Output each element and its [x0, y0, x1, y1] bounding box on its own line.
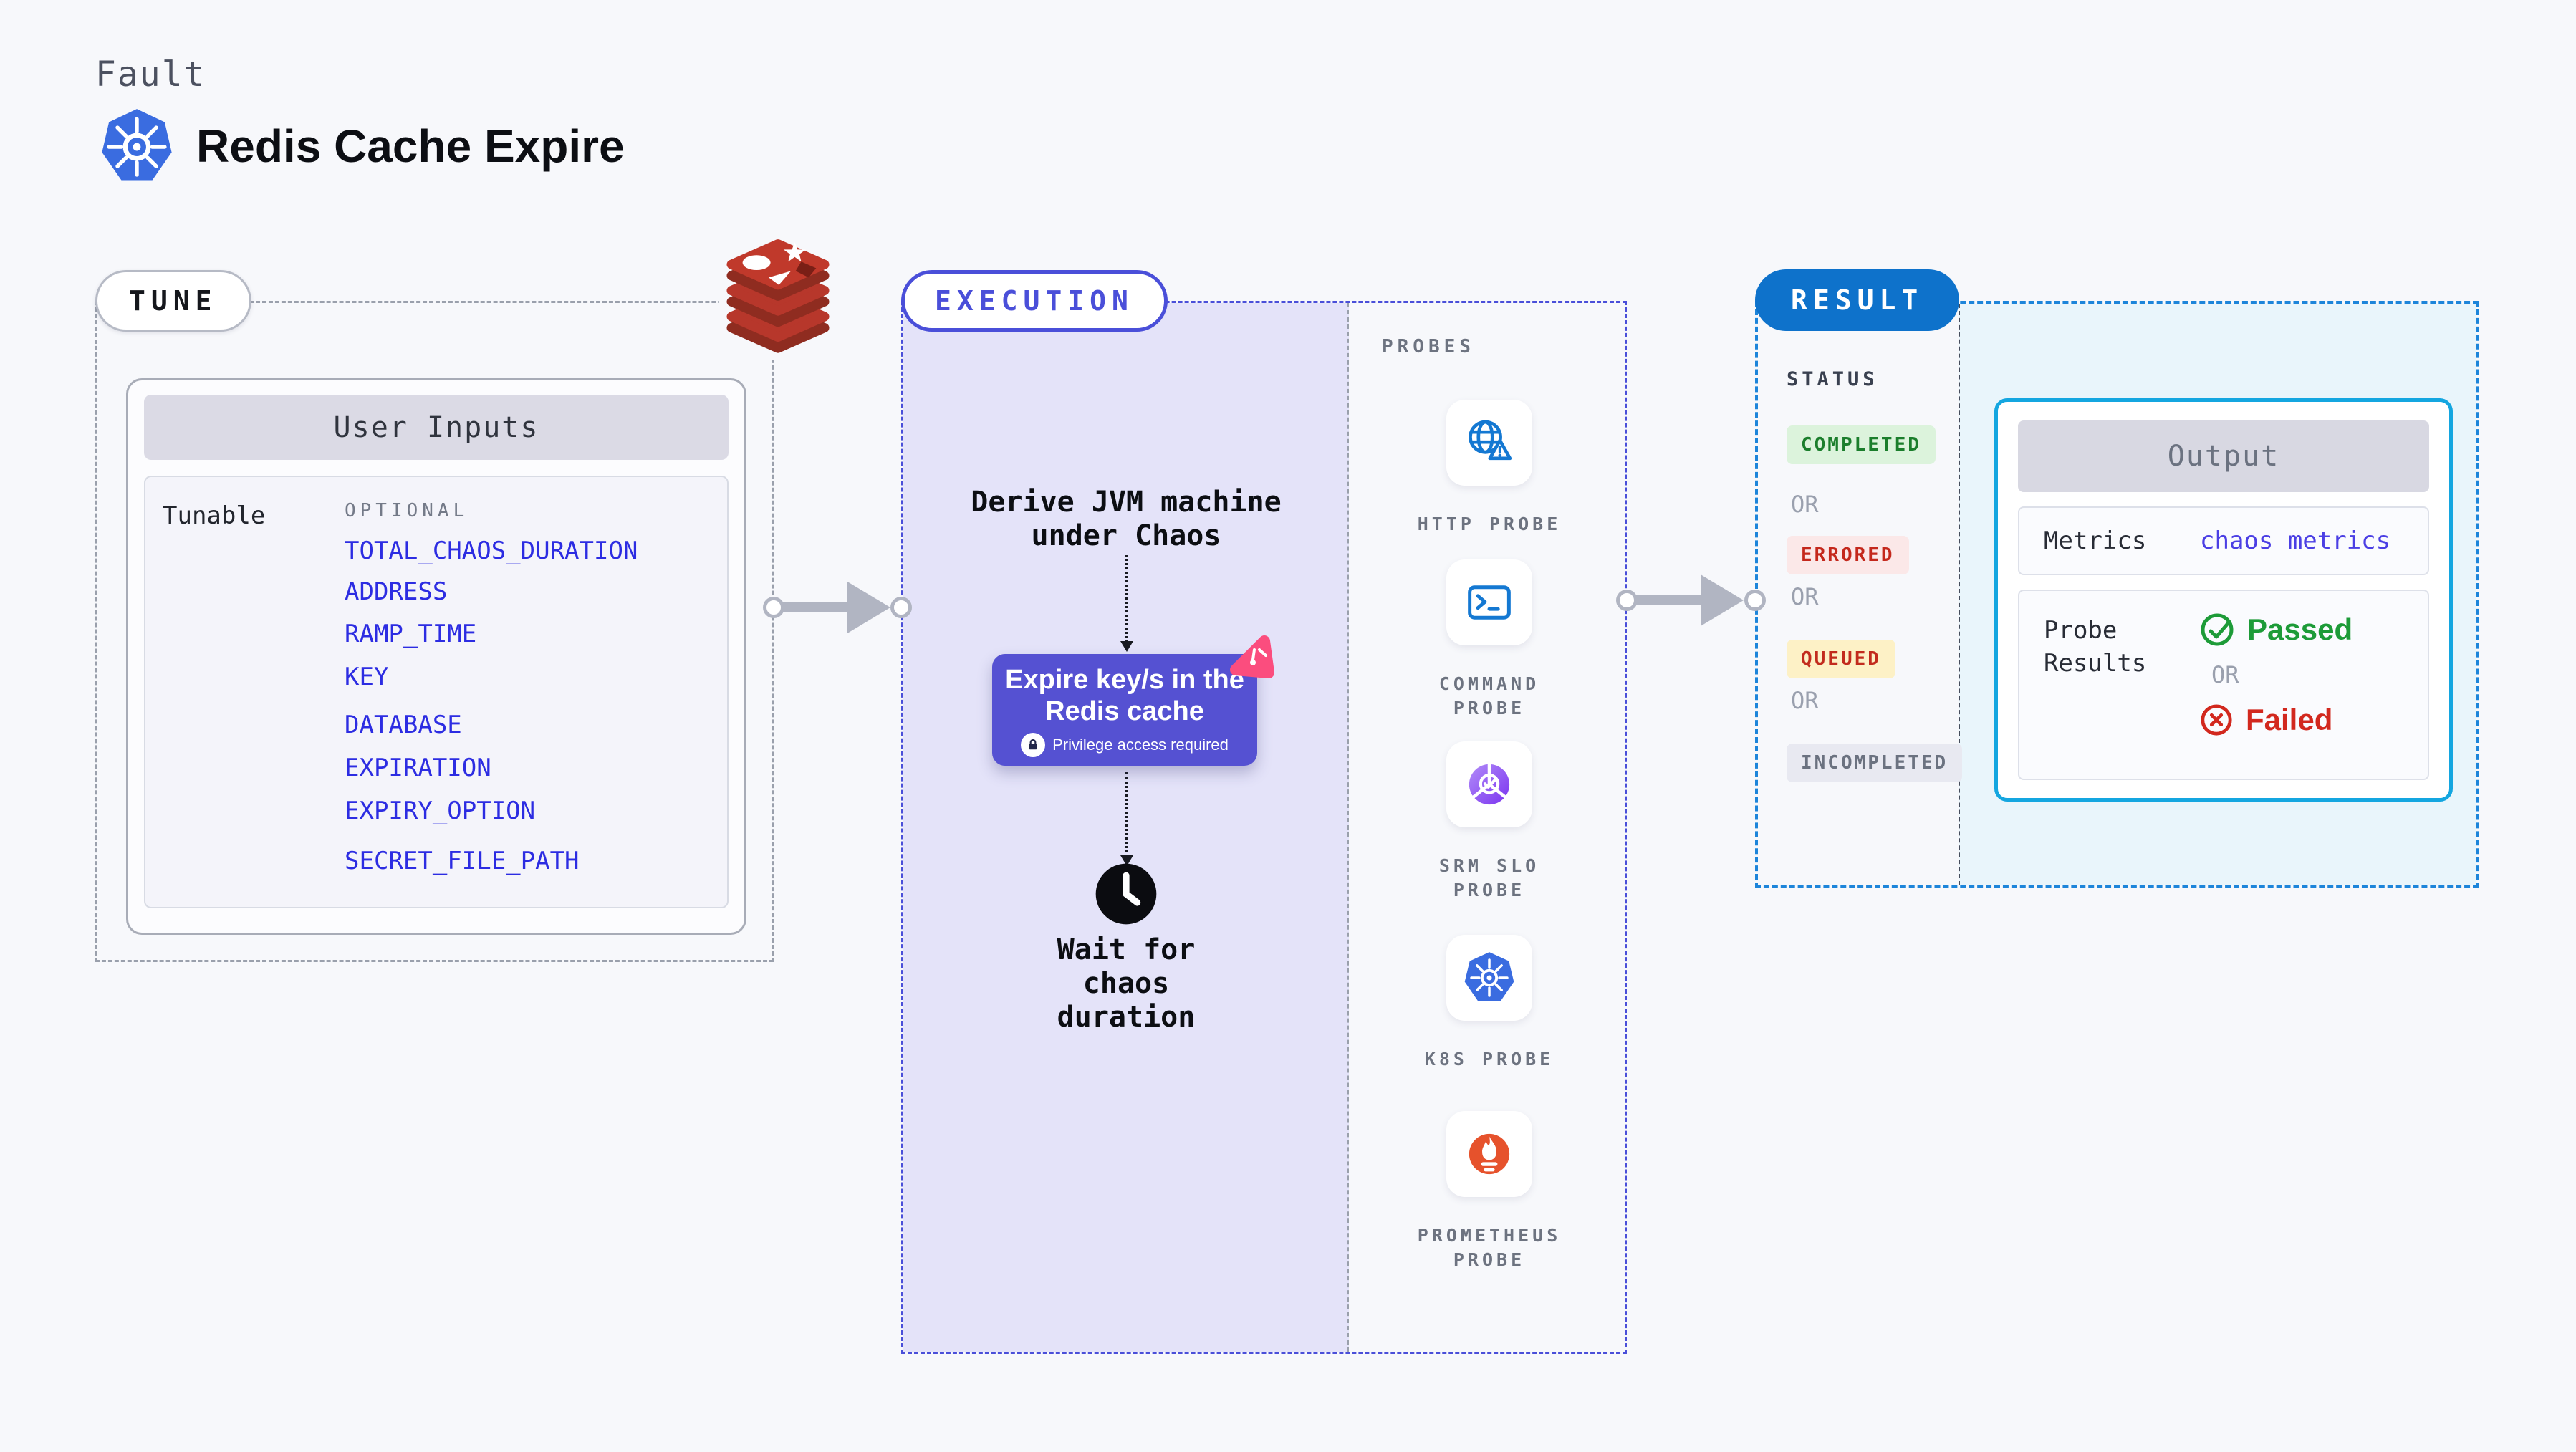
param-link-total-chaos-duration[interactable]: TOTAL_CHAOS_DURATION — [345, 537, 638, 565]
or-label: OR — [1791, 583, 1819, 610]
http-probe-icon — [1446, 400, 1532, 486]
or-label: OR — [2211, 661, 2239, 688]
srm-slo-probe-label: SRM SLO PROBE — [1438, 855, 1540, 900]
redis-logo — [719, 236, 837, 360]
prometheus-probe-icon — [1446, 1111, 1532, 1197]
param-link-ramp-time[interactable]: RAMP_TIME — [345, 620, 477, 648]
page-kicker: Fault — [95, 54, 206, 95]
param-link-expiry-option[interactable]: EXPIRY_OPTION — [345, 797, 536, 825]
flow-dotted-connector — [1125, 772, 1128, 857]
param-link-secret-file-path[interactable]: SECRET_FILE_PATH — [345, 847, 580, 875]
k8s-probe-icon — [1446, 935, 1532, 1021]
k8s-probe-label: K8S PROBE — [1424, 1049, 1554, 1069]
result-pill: RESULT — [1755, 269, 1960, 331]
or-label: OR — [1791, 687, 1819, 714]
srm-slo-probe-icon — [1446, 741, 1532, 827]
tunable-row-label: Tunable — [163, 501, 266, 530]
output-title: Output — [2018, 420, 2429, 492]
param-link-database[interactable]: DATABASE — [345, 711, 462, 739]
or-label: OR — [1791, 491, 1819, 518]
wait-step-label: Wait for chaos duration — [1057, 933, 1196, 1034]
fault-step-card[interactable]: Expire key/s in the Redis cache Privileg… — [992, 654, 1257, 766]
status-badge-completed: COMPLETED — [1787, 425, 1936, 464]
flow-arrowhead — [1120, 641, 1133, 652]
chaos-fault-icon — [1227, 634, 1277, 687]
status-badge-queued: QUEUED — [1787, 640, 1895, 678]
tune-pill: TUNE — [95, 270, 251, 332]
metrics-value-link[interactable]: chaos metrics — [2200, 527, 2391, 555]
check-circle-icon — [2200, 612, 2234, 647]
user-inputs-card: User Inputs Tunable OPTIONAL TOTAL_CHAOS… — [126, 378, 746, 935]
failed-label: Failed — [2246, 703, 2333, 736]
optional-group-label: OPTIONAL — [345, 500, 469, 521]
connector-dot — [763, 597, 784, 618]
probe-results-label: Probe Results — [2044, 616, 2147, 678]
connector-dot — [1744, 590, 1766, 611]
page-title: Redis Cache Expire — [196, 120, 625, 172]
command-probe-icon — [1446, 559, 1532, 645]
kubernetes-icon — [97, 107, 176, 185]
lock-icon — [1021, 733, 1046, 757]
tune-to-execution-arrow — [774, 602, 852, 612]
prometheus-probe-label: PROMETHEUS PROBE — [1417, 1225, 1562, 1270]
tunables-panel: Tunable OPTIONAL TOTAL_CHAOS_DURATION AD… — [144, 476, 729, 908]
param-link-key[interactable]: KEY — [345, 663, 389, 691]
derive-step-label: Derive JVM machine under Chaos — [971, 486, 1282, 552]
metrics-label: Metrics — [2044, 527, 2147, 555]
http-probe-label: HTTP PROBE — [1417, 514, 1562, 534]
passed-label: Passed — [2247, 612, 2353, 646]
execution-pill: EXECUTION — [901, 270, 1168, 332]
status-column-label: STATUS — [1787, 368, 1878, 390]
flow-dotted-connector — [1125, 555, 1128, 643]
output-card: Output Metrics chaos metrics Probe Resul… — [1994, 398, 2453, 802]
x-circle-icon — [2200, 703, 2233, 736]
status-badge-incompleted: INCOMPLETED — [1787, 744, 1963, 782]
metrics-row: Metrics chaos metrics — [2018, 506, 2429, 575]
param-link-expiration[interactable]: EXPIRATION — [345, 754, 491, 782]
execution-to-result-arrowhead — [1701, 574, 1744, 626]
connector-dot — [890, 597, 912, 618]
result-section: STATUS COMPLETED OR ERRORED OR QUEUED OR… — [1755, 301, 2479, 888]
fault-step-title: Expire key/s in the — [1005, 665, 1244, 695]
probe-results-row: Probe Results Passed OR — [2018, 590, 2429, 780]
param-link-address[interactable]: ADDRESS — [345, 577, 448, 606]
connector-dot — [1616, 590, 1638, 611]
tune-section — [95, 301, 774, 962]
user-inputs-title: User Inputs — [144, 395, 729, 460]
execution-to-result-arrow — [1627, 595, 1706, 605]
page-title-row: Redis Cache Expire — [97, 107, 625, 185]
flow-arrowhead — [1120, 855, 1133, 866]
tune-to-execution-arrowhead — [847, 582, 890, 633]
status-badge-errored: ERRORED — [1787, 536, 1909, 574]
command-probe-label: COMMAND PROBE — [1438, 673, 1540, 718]
execution-section: Derive JVM machine under Chaos Expire ke… — [901, 301, 1627, 1354]
wait-clock-icon — [1093, 861, 1159, 930]
probes-column-label: PROBES — [1382, 336, 1475, 357]
privilege-note: Privilege access required — [1052, 736, 1229, 754]
status-output-divider — [1959, 304, 1960, 885]
fault-step-title: Redis cache — [1045, 696, 1204, 726]
